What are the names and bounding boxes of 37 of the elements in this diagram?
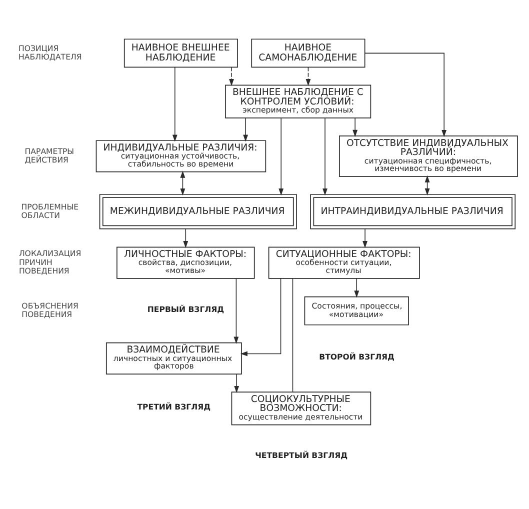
arrow: [364, 52, 447, 137]
label: ОБЪЯСНЕНИЯ ПОВЕДЕНИЯ: [22, 300, 78, 319]
arrow: [229, 66, 234, 86]
node-box: ВЗАИМОДЕЙСТВИЕ личностных и ситуационных факторов: [106, 342, 242, 374]
node-box: ИНДИВИДУАЛЬНЫЕ РАЗЛИЧИЯ: ситуационная устойчивость, стабильность во времени: [96, 140, 266, 172]
arrow: [234, 373, 240, 393]
arrow: [322, 117, 328, 196]
arrow: [183, 228, 188, 248]
label: ПАРАМЕТРЫ ДЕЙСТВИЯ: [24, 146, 74, 164]
arrow: [352, 117, 358, 136]
label: ЛОКАЛИЗАЦИЯ ПРИЧИН ПОВЕДЕНИЯ: [18, 248, 82, 275]
node-box: СИТУАЦИОННЫЕ ФАКТОРЫ: особенности ситуации, стимулы: [268, 246, 420, 278]
arrow: [234, 278, 239, 344]
arrow: [243, 117, 248, 142]
arrow: [180, 170, 186, 196]
node-box: СОЦИОКУЛЬТУРНЫЕ ВОЗМОЖНОСТИ: осуществление деятельности: [231, 391, 372, 425]
node-label: ЧЕТВЕРТЫЙ ВЗГЛЯД: [255, 450, 348, 460]
node-box: ВНЕШНЕЕ НАБЛЮДЕНИЕ С КОНТРОЛЕМ УСЛОВИЙ: эксперимент, сбор данных: [225, 84, 372, 118]
connector: [292, 278, 294, 392]
node-box: НАИВНОЕ ВНЕШНЕЕ НАБЛЮДЕНИЕ: [124, 38, 238, 68]
arrow: [354, 278, 360, 298]
arrow: [362, 228, 368, 248]
node-box: МЕЖИНДИВИДУАЛЬНЫЕ РАЗЛИЧИЯ: [99, 194, 297, 229]
node-box: ИНТРАИНДИВИДУАЛЬНЫЕ РАЗЛИЧИЯ: [310, 194, 516, 229]
arrow: [278, 117, 284, 196]
arrow: [306, 66, 311, 86]
node-label: ТРЕТИЙ ВЗГЛЯД: [137, 402, 211, 412]
node-box: НАИВНОЕ САМОНАБЛЮДЕНИЕ: [251, 38, 366, 68]
arrow: [240, 278, 282, 356]
label: ПРОБЛЕМНЫЕ ОБЛАСТИ: [21, 202, 79, 220]
arrow: [172, 66, 178, 142]
node-box: ЛИЧНОСТНЫЕ ФАКТОРЫ: свойства, диспозиции, «мотивы»: [116, 246, 255, 278]
node-box: ОТСУТСТВИЕ ИНДИВИДУАЛЬНЫХ РАЗЛИЧИЙ: ситуационная специфичность, изменчивость во времени: [339, 135, 518, 176]
node-label: ВТОРОЙ ВЗГЛЯД: [319, 352, 395, 362]
node-label: ПЕРВЫЙ ВЗГЛЯД: [147, 304, 224, 314]
node-box: Состояния, процессы, «мотивации»: [304, 296, 409, 325]
label: ПОЗИЦИЯ НАБЛЮДАТЕЛЯ: [18, 43, 82, 61]
